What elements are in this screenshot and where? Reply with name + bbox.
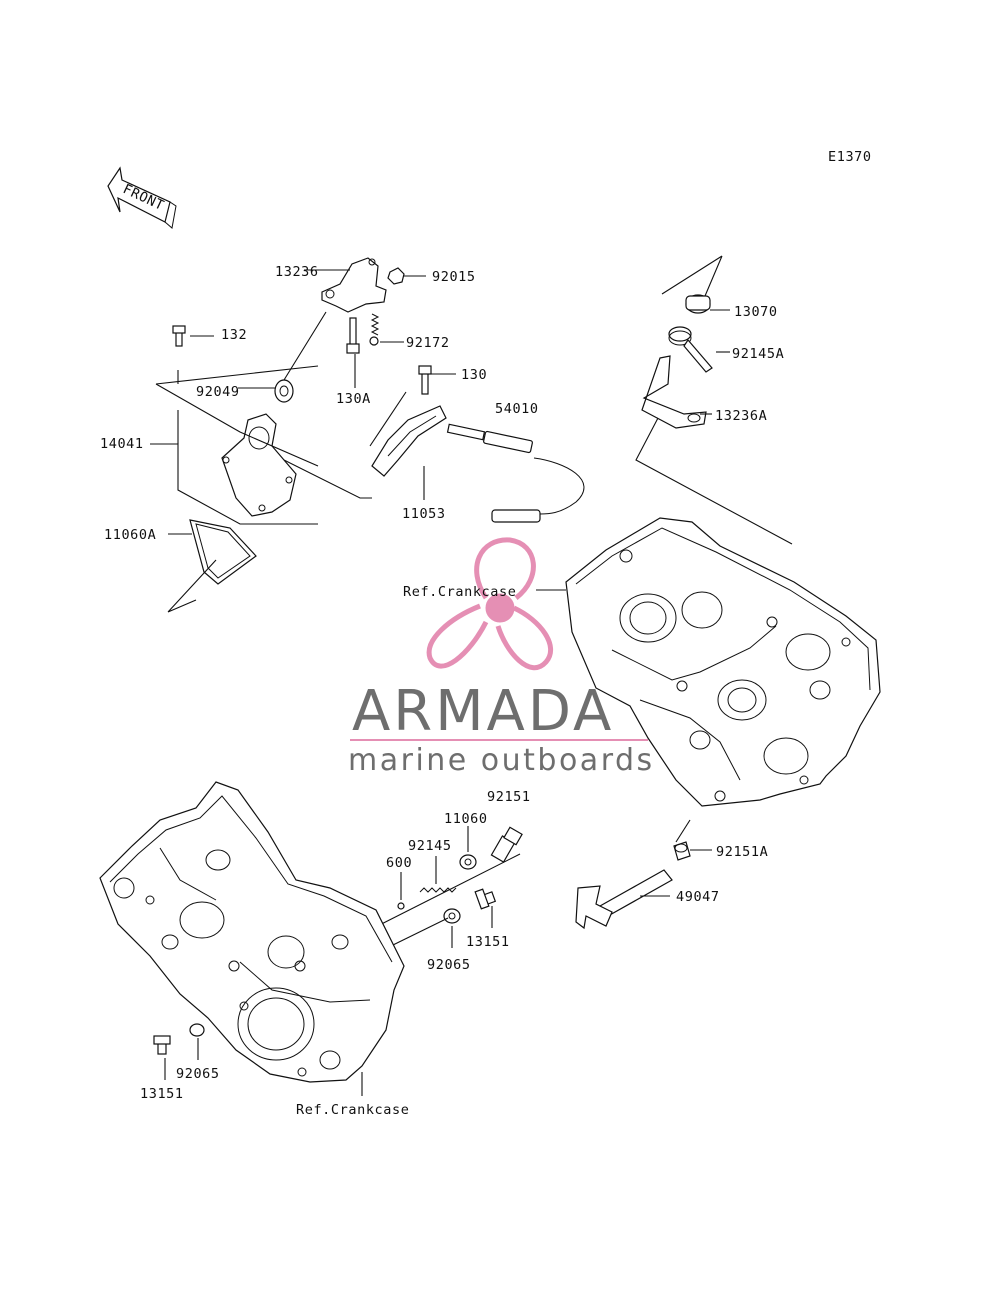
watermark-tagline: marine outboards [348, 743, 655, 778]
part-label-13151-middle: 13151 [466, 934, 510, 950]
part-label-130A: 130A [336, 391, 371, 407]
front-arrow-icon: FRONT [107, 166, 177, 229]
upper-crankcase [536, 517, 881, 807]
part-label-92065-lower: 92065 [176, 1066, 220, 1082]
ref-crankcase-lower-label: Ref.Crankcase [296, 1102, 409, 1118]
part-label-92065-middle: 92065 [427, 957, 471, 973]
propeller-logo-icon [426, 537, 554, 671]
shift-shaft-parts [635, 255, 793, 545]
part-label-13236A: 13236A [715, 408, 767, 424]
part-label-13236: 13236 [275, 264, 319, 280]
part-label-92145A: 92145A [732, 346, 784, 362]
part-label-54010: 54010 [495, 401, 539, 417]
shift-drum-parts [575, 819, 712, 930]
part-label-130: 130 [461, 367, 487, 383]
part-label-92172: 92172 [406, 335, 450, 351]
part-label-11060A: 11060A [104, 527, 156, 543]
part-label-92151: 92151 [487, 789, 531, 805]
oil-passage-parts [345, 826, 523, 969]
ref-crankcase-upper-label: Ref.Crankcase [403, 584, 516, 600]
part-label-11053: 11053 [402, 506, 446, 522]
part-label-14041: 14041 [100, 436, 144, 452]
part-label-600: 600 [386, 855, 412, 871]
part-label-92015: 92015 [432, 269, 476, 285]
lower-crankcase [99, 781, 405, 1096]
part-label-13151-lower: 13151 [140, 1086, 184, 1102]
diagram-code: E1370 [828, 149, 872, 165]
part-label-92145: 92145 [408, 838, 452, 854]
part-label-92049: 92049 [196, 384, 240, 400]
armada-watermark: ARMADA marine outboards [348, 537, 655, 778]
part-label-11060: 11060 [444, 811, 488, 827]
part-label-92151A: 92151A [716, 844, 768, 860]
watermark-brand: ARMADA [352, 679, 614, 744]
part-labels: 13236 92015 92172 132 130A 130 92049 540… [100, 264, 784, 1118]
part-label-49047: 49047 [676, 889, 720, 905]
shift-cover-assembly [150, 257, 585, 613]
part-label-13070: 13070 [734, 304, 778, 320]
part-label-132: 132 [221, 327, 247, 343]
